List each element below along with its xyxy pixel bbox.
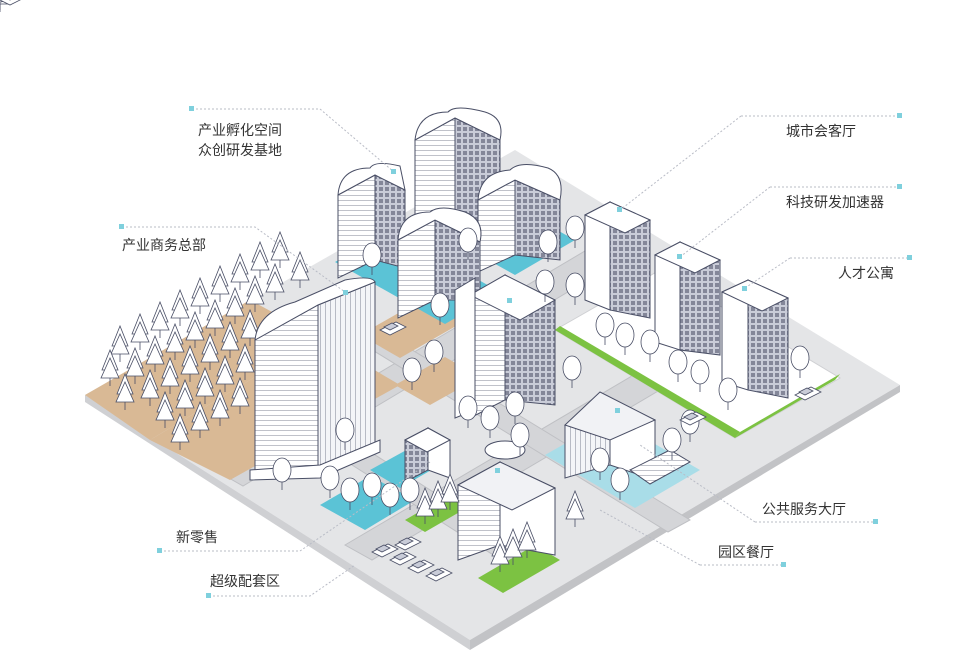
central-office (454, 274, 557, 419)
right-towers (583, 201, 790, 399)
label-incubator: 产业孵化空间 众创研发基地 (198, 121, 282, 161)
label-public-service-hall: 公共服务大厅 (762, 502, 846, 518)
retail-kiosk (403, 427, 452, 483)
leader-markers (119, 106, 912, 598)
label-talent-apartment: 人才公寓 (838, 266, 894, 282)
label-incubator-line2: 众创研发基地 (198, 143, 282, 159)
label-park-canteen: 园区餐厅 (718, 545, 774, 561)
label-incubator-line1: 产业孵化空间 (198, 123, 282, 139)
industry-hq-tower (249, 277, 381, 481)
leader-lines (122, 108, 910, 597)
cars (0, 0, 822, 582)
label-city-lounge: 城市会客厅 (786, 124, 856, 140)
label-tech-accelerator: 科技研发加速器 (786, 195, 884, 211)
label-super-supporting-zone: 超级配套区 (210, 574, 280, 590)
label-new-retail: 新零售 (176, 530, 218, 546)
label-industry-hq: 产业商务总部 (122, 238, 206, 254)
